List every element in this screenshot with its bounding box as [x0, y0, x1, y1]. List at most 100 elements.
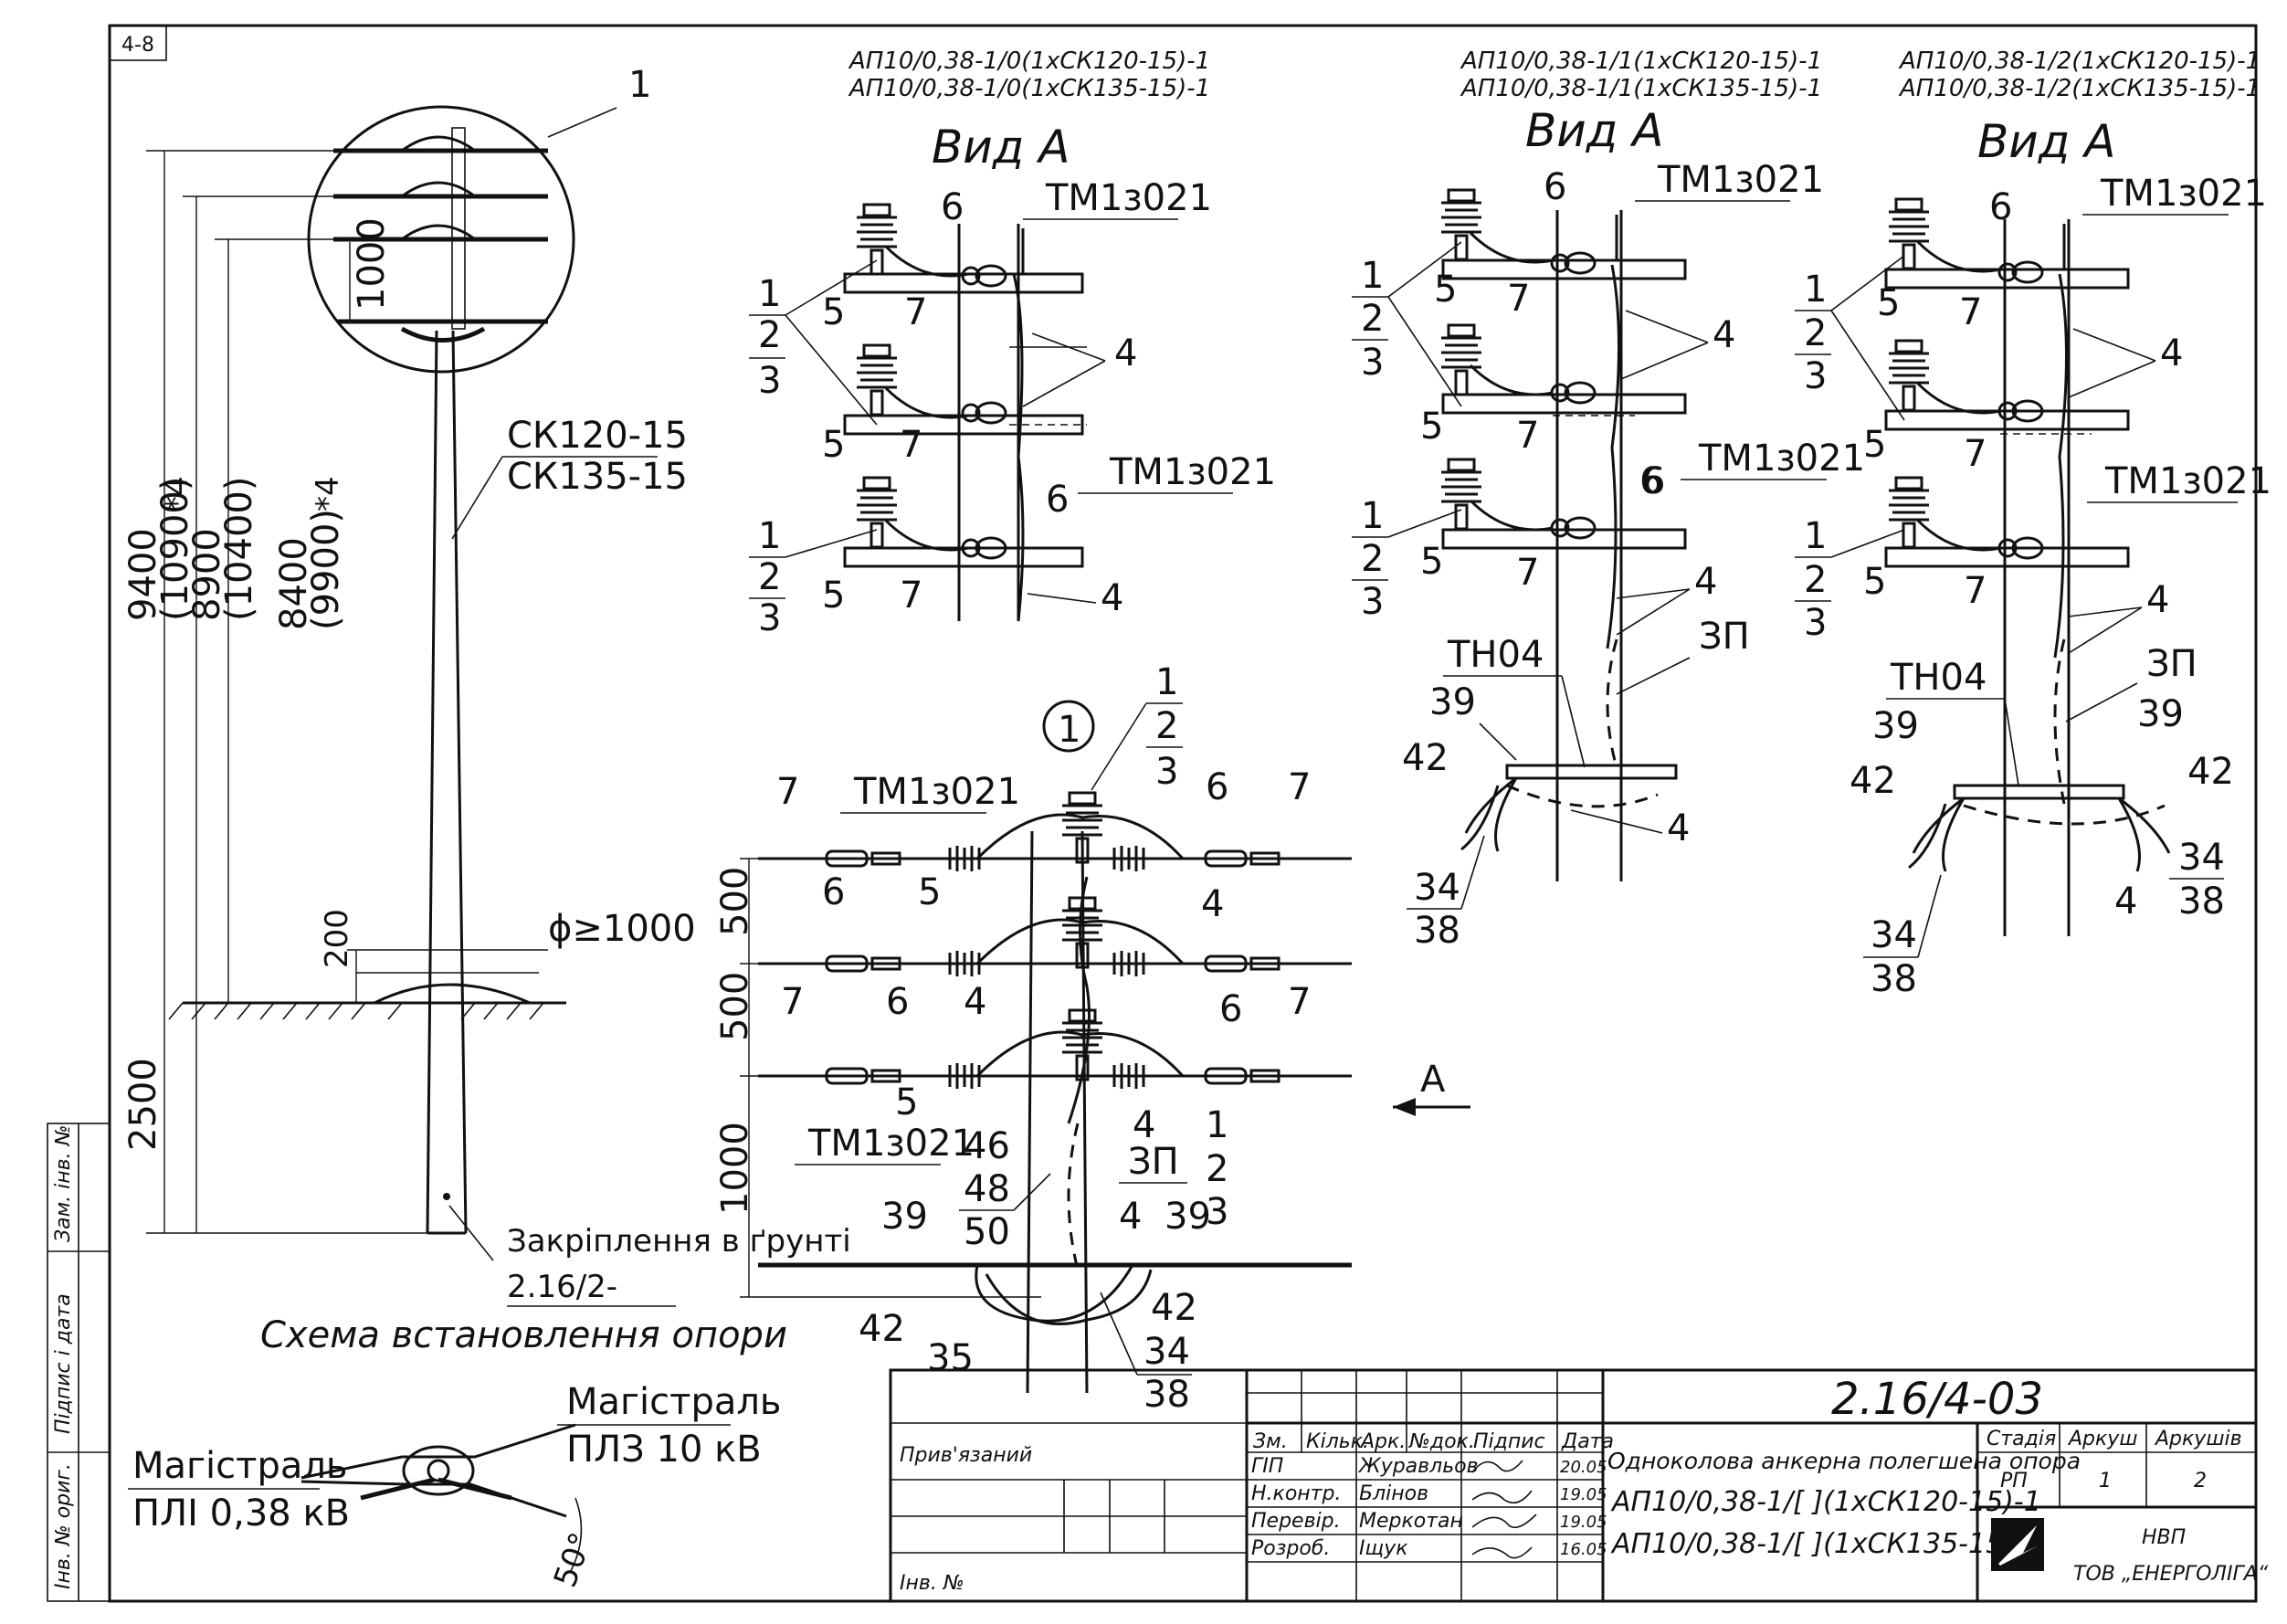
view2-title-2: АП10/0,38-1/1(1хСК135-15)-1 [1460, 75, 1822, 102]
detail-c4-r: 4 [1201, 883, 1224, 925]
detail-c6-mid-r: 6 [1219, 988, 1242, 1030]
view3-c5-b: 5 [1863, 424, 1886, 466]
view2-c34: 34 [1414, 867, 1460, 909]
row-role-3: Розроб. [1251, 1537, 1330, 1560]
row-date-0: 20.05 [1560, 1458, 1607, 1477]
row-role-2: Перевір. [1251, 1510, 1341, 1533]
detail-dim-1000: 1000 [714, 1122, 756, 1215]
view3-c7-b: 7 [1964, 433, 1987, 475]
view3-c34-a: 34 [1871, 914, 1917, 956]
dim-1000-detail: 1000 [351, 217, 393, 311]
view1-c3-a: 3 [758, 360, 781, 402]
title-block: Прив'язаний Інв. № Зм. Кільк. Арк. №док.… [889, 1368, 2269, 1603]
detail-c3-low: 3 [1206, 1191, 1228, 1233]
view3-c4-b: 4 [2146, 579, 2169, 621]
view2-c7-c: 7 [1516, 552, 1539, 594]
view1-c1-b: 1 [758, 515, 781, 557]
view-a-1: АП10/0,38-1/0(1хСК120-15)-1 АП10/0,38-1/… [749, 47, 1276, 639]
view2-tn: ТН04 [1447, 634, 1544, 676]
stage-value: РП [2000, 1470, 2028, 1492]
view3-c38-a: 38 [1871, 958, 1917, 1000]
view3-c38-b: 38 [2178, 881, 2225, 923]
sheet-code-box [109, 25, 167, 61]
view2-c3-a: 3 [1361, 342, 1384, 384]
view2-c5-b: 5 [1420, 406, 1443, 448]
inv-label: Інв. № [900, 1572, 964, 1595]
row-name-3: Іщук [1359, 1537, 1408, 1560]
view-a-2: АП10/0,38-1/1(1хСК120-15)-1 АП10/0,38-1/… [1352, 47, 1865, 952]
org-line-2: ТОВ „ЕНЕРГОЛІГА“ [2073, 1563, 2269, 1586]
view1-c1-a: 1 [758, 273, 781, 315]
view1-c2-b: 2 [758, 556, 781, 598]
side-col-repl: Зам. інв. № [52, 1125, 75, 1243]
doc-title-3: АП10/0,38-1/[ ](1хСК135-15)-1 [1610, 1528, 2041, 1560]
hdr-ark: Арк. [1359, 1430, 1406, 1453]
view3-c2-a: 2 [1804, 312, 1827, 354]
detail-c38: 38 [1144, 1374, 1190, 1416]
detail-c34: 34 [1144, 1331, 1190, 1373]
view2-c4-b: 4 [1694, 561, 1717, 603]
view3-c34-b: 34 [2178, 837, 2225, 879]
view1-heading: Вид А [932, 121, 1070, 174]
detail-c6-mid-l: 6 [886, 981, 909, 1023]
side-col-orig: Інв. № ориг. [52, 1463, 75, 1589]
view3-c7-c: 7 [1964, 570, 1987, 612]
view2-c2-a: 2 [1361, 298, 1384, 340]
hdr-pidpys: Підпис [1473, 1430, 1545, 1453]
dim-star-1: *4 [159, 476, 195, 511]
detail-c35: 35 [927, 1337, 974, 1379]
view2-c6-a: 6 [1544, 166, 1566, 208]
view1-c4-a: 4 [1114, 332, 1137, 374]
pole-type-sk120: СК120-15 [507, 415, 688, 457]
view3-tm-bottom: ТМ1з021 [2104, 460, 2271, 502]
view3-heading: Вид А [1977, 115, 2115, 168]
row-name-2: Меркотан [1359, 1510, 1463, 1533]
foundation-diameter: ϕ≥1000 [548, 908, 696, 950]
detail-c39-r: 39 [1165, 1196, 1211, 1238]
detail-c1-low: 1 [1206, 1104, 1228, 1146]
detail-c48: 48 [964, 1168, 1010, 1210]
view1-c5-a: 5 [822, 291, 845, 333]
detail-c2-low: 2 [1206, 1148, 1228, 1190]
detail-c5-l: 5 [918, 871, 941, 913]
doc-title-1: Одноколова анкерна полегшена опора [1607, 1448, 2081, 1474]
mag-left-1: Магістраль [132, 1445, 348, 1487]
view2-c6-c: 6 [1639, 460, 1662, 502]
view1-c2-a: 2 [758, 314, 781, 356]
detail-c50: 50 [964, 1211, 1010, 1253]
detail-1: 1 500 500 [714, 661, 1470, 1416]
view1-tm-bottom: ТМ1з021 [1109, 451, 1276, 493]
mag-right-2: ПЛЗ 10 кВ [566, 1429, 762, 1471]
dim-200: 200 [319, 909, 355, 968]
view1-c4-b: 4 [1101, 577, 1123, 619]
doc-title-2: АП10/0,38-1/[ ](1хСК120-15)-1 [1610, 1486, 2041, 1518]
hdr-data: Дата [1561, 1430, 1614, 1453]
view3-c3-a: 3 [1804, 355, 1827, 397]
detail-c7-top-l: 7 [776, 771, 799, 813]
view3-c2-b: 2 [1804, 559, 1827, 601]
row-name-0: Журавльов [1357, 1455, 1479, 1478]
view2-zp: ЗП [1699, 616, 1750, 658]
view3-tm-top: ТМ1з021 [2100, 173, 2267, 215]
hdr-zm: Зм. [1253, 1430, 1288, 1453]
view-arrow-label: А [1420, 1059, 1446, 1101]
view-a-3: АП10/0,38-1/2(1хСК120-15)-1 АП10/0,38-1/… [1795, 47, 2271, 1000]
view1-c7-b: 7 [900, 424, 922, 466]
view1-c7-a: 7 [904, 291, 927, 333]
detail-c5-mid: 5 [895, 1081, 918, 1123]
view3-c4-c: 4 [2114, 881, 2137, 923]
sheet-header: Аркуш [2067, 1428, 2137, 1450]
detail-c1-top: 1 [1155, 661, 1178, 703]
view1-title-2: АП10/0,38-1/0(1хСК135-15)-1 [848, 75, 1210, 102]
row-role-1: Н.контр. [1251, 1482, 1341, 1505]
doc-code: 2.16/4-03 [1831, 1374, 2043, 1425]
view1-c5-c: 5 [822, 575, 845, 617]
view3-c42-b: 42 [2187, 751, 2234, 793]
view3-c5-c: 5 [1863, 561, 1886, 603]
view3-c39-b: 39 [2137, 693, 2184, 735]
detail-c3-top: 3 [1155, 751, 1178, 793]
view3-zp: ЗП [2146, 643, 2197, 685]
view1-c6-b: 6 [1046, 479, 1069, 521]
view2-c1-b: 1 [1361, 495, 1384, 537]
view1-c6-a: 6 [941, 186, 964, 228]
